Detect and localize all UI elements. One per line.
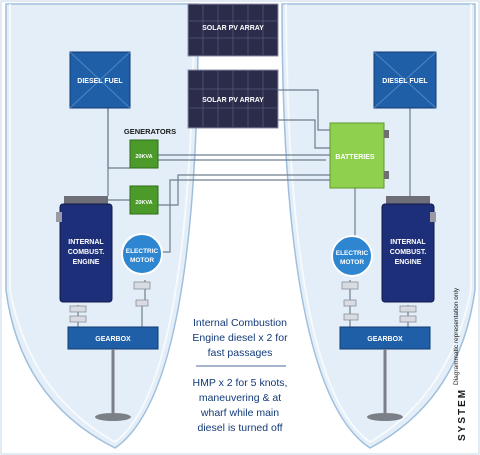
ice-note-line3: fast passages [208,347,273,359]
ice-left-line2: COMBUST. [68,249,105,256]
batteries-label: BATTERIES [335,154,374,161]
gearbox-left-label: GEARBOX [95,336,131,343]
ice-note-line2: Engine diesel x 2 for [192,332,288,344]
diagram-caption: Diagrammatic representation only [453,287,460,385]
gearbox-left: GEARBOX [67,326,159,350]
gearbox-right-label: GEARBOX [367,336,403,343]
ice-right-line1: INTERNAL [390,239,426,246]
propeller-right-icon [367,413,403,421]
gearbox-right: GEARBOX [339,326,431,350]
diesel-fuel-left-label: DIESEL FUEL [77,78,123,85]
electric-motor-left: ELECTRIC MOTOR [121,233,163,275]
shafts-propellers [95,349,403,421]
ice-right-line2: COMBUST. [390,249,427,256]
diesel-fuel-tank-right: DIESEL FUEL [373,51,437,109]
electric-motor-right: ELECTRIC MOTOR [331,235,373,277]
ice-left-line3: ENGINE [73,259,100,266]
solar-top-label: SOLAR PV ARRAY [202,25,264,32]
generator-2-label: 20KVA [135,200,152,206]
generator-2: 20KVA [129,185,159,215]
ice-right-line3: ENGINE [395,259,422,266]
motor-right-line1: ELECTRIC [336,250,369,257]
solar-bottom-label: SOLAR PV ARRAY [202,97,264,104]
propeller-left-icon [95,413,131,421]
hmp-note-line3: wharf while main [200,407,279,419]
motor-right-line2: MOTOR [340,259,364,266]
motor-left-line2: MOTOR [130,257,154,264]
ice-note-line1: Internal Combustion [193,317,287,329]
solar-pv-array-bottom: SOLAR PV ARRAY [187,69,279,129]
generators-label: GENERATORS [124,127,176,136]
hmp-note-line4: diesel is turned off [197,422,282,434]
internal-combustion-engine-left: INTERNAL COMBUST. ENGINE [56,196,113,303]
diesel-fuel-tank-left: DIESEL FUEL [69,51,131,109]
system-label: SYSTEM [457,388,468,441]
hmp-note-line2: maneuvering & at [199,392,281,404]
batteries: BATTERIES [329,122,389,189]
motor-left-line1: ELECTRIC [126,248,159,255]
ice-left-line1: INTERNAL [68,239,104,246]
generator-1: 20KVA [129,139,159,169]
couplings [69,281,417,323]
hmp-note-line1: HMP x 2 for 5 knots, [193,377,288,389]
internal-combustion-engine-right: INTERNAL COMBUST. ENGINE [381,196,436,303]
solar-pv-array-top: SOLAR PV ARRAY [187,3,279,57]
generator-1-label: 20KVA [135,154,152,160]
diesel-fuel-right-label: DIESEL FUEL [382,78,428,85]
ice-note: Internal Combustion Engine diesel x 2 fo… [192,317,288,359]
hmp-note: HMP x 2 for 5 knots, maneuvering & at wh… [193,377,288,434]
